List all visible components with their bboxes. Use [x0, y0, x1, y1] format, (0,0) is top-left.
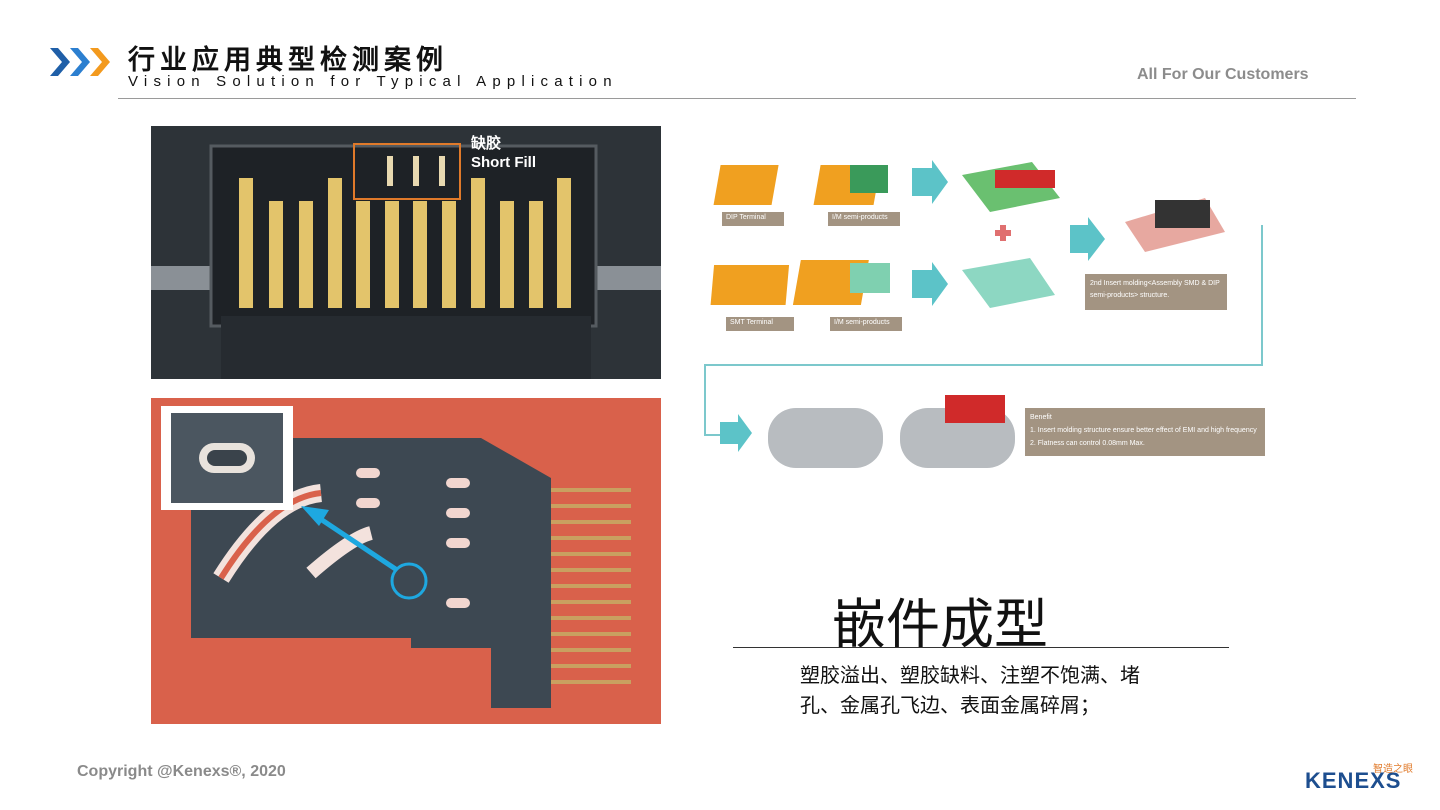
benefit-item-1: 1. Insert molding structure ensure bette… [1030, 427, 1257, 434]
logo-text-cn: 智造之眼 [1373, 764, 1413, 775]
logo-text-en: KENEXS [1305, 768, 1402, 793]
im-semi-products-label-2: I/M semi-products [834, 319, 890, 326]
second-insert-molding-note: 2nd Insert molding<Assembly SMD & DIP se… [1085, 274, 1227, 306]
smt-terminal-label: SMT Terminal [730, 319, 773, 326]
connector-terminals-image [151, 126, 661, 379]
second-insert-line-2: semi-products> structure. [1090, 292, 1170, 299]
dip-terminal-label: DIP Terminal [726, 214, 766, 221]
defect-label-en: Short Fill [471, 154, 536, 171]
kenexs-logo: 智造之眼 KENEXS [1305, 760, 1415, 794]
benefit-item-2: 2. Flatness can control 0.08mm Max. [1030, 440, 1145, 447]
description-line-2: 孔、金属孔飞边、表面金属碎屑； [800, 693, 1100, 717]
insert-molding-inspection-photo [151, 398, 661, 724]
short-fill-label: 缺胶 Short Fill [471, 134, 536, 172]
page-title: 行业应用典型检测案例 [128, 45, 448, 76]
second-insert-line-1: 2nd Insert molding<Assembly SMD & DIP [1090, 280, 1220, 287]
header-divider [118, 98, 1356, 99]
defect-description: 塑胶溢出、塑胶缺料、注塑不饱满、堵 孔、金属孔飞边、表面金属碎屑； [800, 660, 1180, 720]
molded-part-image [151, 398, 661, 724]
short-fill-inspection-photo: 缺胶 Short Fill [151, 126, 661, 379]
page-subtitle: Vision Solution for Typical Application [128, 73, 618, 90]
description-line-1: 塑胶溢出、塑胶缺料、注塑不饱满、堵 [800, 663, 1140, 687]
im-semi-products-label-1: I/M semi-products [832, 214, 888, 221]
section-divider [733, 647, 1229, 648]
benefit-title: Benefit [1030, 414, 1052, 421]
insert-molding-process-diagram: DIP Terminal I/M semi-products SMT Termi… [704, 160, 1265, 468]
tagline: All For Our Customers [1137, 66, 1309, 83]
copyright: Copyright @Kenexs®, 2020 [77, 763, 286, 780]
benefit-note: Benefit 1. Insert molding structure ensu… [1025, 408, 1265, 453]
section-title: 嵌件成型 [832, 593, 1048, 656]
chevron-logo-icon [50, 48, 110, 76]
defect-label-cn: 缺胶 [471, 135, 502, 152]
